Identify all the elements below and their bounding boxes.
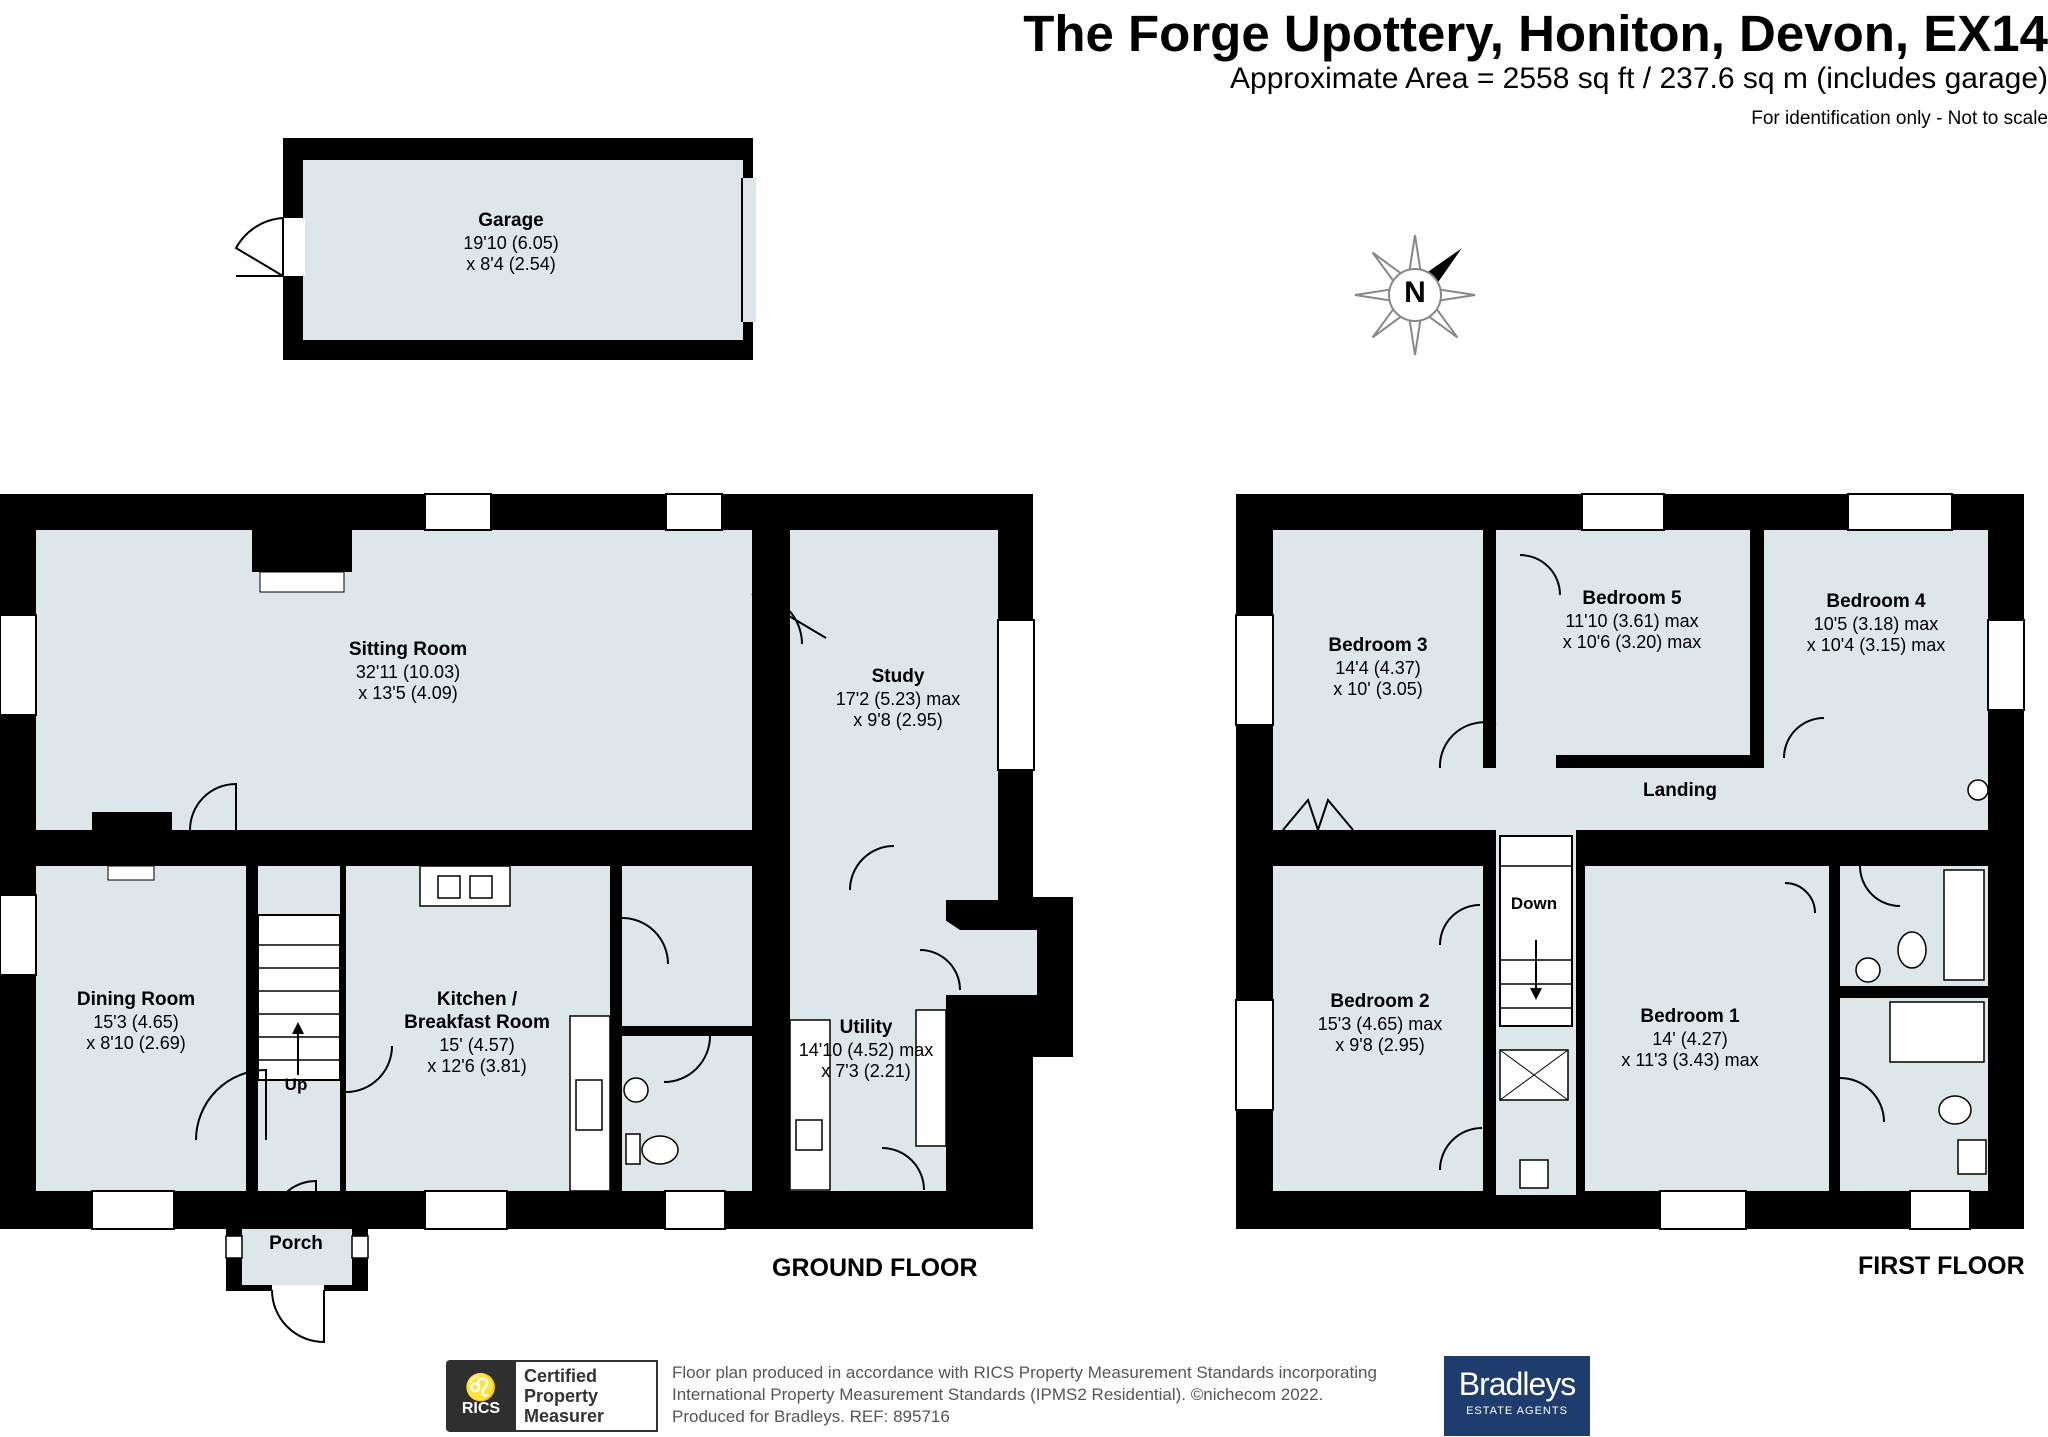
- room-bedroom-4: Bedroom 4 10'5 (3.18) max x 10'4 (3.15) …: [1807, 591, 1946, 657]
- room-kitchen-dim2: x 12'6 (3.81): [427, 1056, 527, 1077]
- room-garage: Garage 19'10 (6.05) x 8'4 (2.54): [463, 210, 559, 276]
- room-garage-dim1: 19'10 (6.05): [463, 232, 559, 253]
- room-bedroom-3: Bedroom 3 14'4 (4.37) x 10' (3.05): [1328, 635, 1427, 701]
- room-bedroom-4-dim2: x 10'4 (3.15) max: [1806, 635, 1946, 656]
- compass-north-label: N: [1404, 276, 1426, 309]
- footer-line-2: International Property Measurement Stand…: [672, 1385, 1324, 1404]
- room-garage-name: Garage: [478, 210, 544, 231]
- room-bedroom-1-dim1: 14' (4.27): [1652, 1028, 1728, 1049]
- footer-line-1: Floor plan produced in accordance with R…: [672, 1363, 1377, 1382]
- room-bedroom-5-dim2: x 10'6 (3.20) max: [1562, 632, 1702, 653]
- stairs-down-label: Down: [1510, 894, 1558, 913]
- room-sitting-name: Sitting Room: [348, 639, 468, 660]
- room-bedroom-3-dim1: 14'4 (4.37): [1335, 657, 1421, 678]
- cert-line-2: Property: [524, 1386, 599, 1406]
- rics-logo-text: RICS: [461, 1400, 501, 1417]
- property-title: The Forge Upottery, Honiton, Devon, EX14: [1023, 5, 2048, 62]
- room-bedroom-2-dim2: x 9'8 (2.95): [1335, 1035, 1425, 1056]
- room-bedroom-4-dim1: 10'5 (3.18) max: [1813, 613, 1939, 634]
- room-utility-dim2: x 7'3 (2.21): [821, 1061, 911, 1082]
- room-bedroom-3-dim2: x 10' (3.05): [1333, 679, 1423, 700]
- room-bedroom-1: Bedroom 1 14' (4.27) x 11'3 (3.43) max: [1621, 1006, 1758, 1072]
- brand-name: Bradleys: [1458, 1366, 1577, 1402]
- bradleys-logo: Bradleys ESTATE AGENTS: [1444, 1356, 1590, 1436]
- room-kitchen: Kitchen / Breakfast Room 15' (4.57) x 12…: [404, 989, 550, 1078]
- room-study-name: Study: [871, 666, 925, 687]
- room-bedroom-1-name: Bedroom 1: [1640, 1006, 1740, 1027]
- room-dining-name: Dining Room: [76, 989, 196, 1010]
- rics-logo: ♌ RICS: [446, 1360, 516, 1432]
- room-sitting: Sitting Room 32'11 (10.03) x 13'5 (4.09): [349, 639, 467, 705]
- garage-plan: [234, 138, 756, 360]
- room-dining: Dining Room 15'3 (4.65) x 8'10 (2.69): [77, 989, 195, 1055]
- rics-certified-badge: ♌ RICS Certified Property Measurer: [446, 1360, 658, 1432]
- room-kitchen-dim1: 15' (4.57): [439, 1034, 515, 1055]
- stairs-up: [257, 914, 341, 1081]
- room-bedroom-3-name: Bedroom 3: [1328, 635, 1428, 656]
- room-study-dim1: 17'2 (5.23) max: [835, 688, 961, 709]
- room-sitting-dim2: x 13'5 (4.09): [358, 683, 458, 704]
- room-bedroom-2-dim1: 15'3 (4.65) max: [1317, 1013, 1443, 1034]
- room-utility: Utility 14'10 (4.52) max x 7'3 (2.21): [799, 1017, 934, 1083]
- lion-icon: ♌: [464, 1372, 498, 1402]
- room-porch-name: Porch: [269, 1233, 323, 1254]
- room-bedroom-5-dim1: 11'10 (3.61) max: [1565, 610, 1699, 631]
- footer-line-3: Produced for Bradleys. REF: 895716: [672, 1407, 950, 1426]
- room-utility-dim1: 14'10 (4.52) max: [798, 1039, 934, 1060]
- porch-plan: [225, 1179, 369, 1344]
- brand-subtitle: ESTATE AGENTS: [1466, 1405, 1568, 1417]
- first-floor-plan: [1235, 493, 2025, 1230]
- room-dining-dim1: 15'3 (4.65): [93, 1011, 179, 1032]
- room-kitchen-name2: Breakfast Room: [404, 1011, 550, 1033]
- cert-line-1: Certified: [524, 1366, 598, 1386]
- certified-measurer-text: Certified Property Measurer: [516, 1360, 658, 1432]
- room-bedroom-5-name: Bedroom 5: [1582, 588, 1682, 609]
- room-kitchen-name1: Kitchen /: [436, 989, 518, 1010]
- room-sitting-dim1: 32'11 (10.03): [355, 661, 461, 682]
- cert-line-3: Measurer: [524, 1406, 605, 1426]
- room-utility-name: Utility: [839, 1017, 893, 1038]
- first-floor-label: FIRST FLOOR: [1858, 1252, 2025, 1280]
- room-study-dim2: x 9'8 (2.95): [853, 710, 943, 731]
- footer-disclaimer: Floor plan produced in accordance with R…: [672, 1362, 1377, 1428]
- stairs-down: [1499, 835, 1573, 1027]
- room-landing-name: Landing: [1643, 780, 1717, 801]
- room-study: Study 17'2 (5.23) max x 9'8 (2.95): [836, 666, 961, 732]
- ground-floor-label: GROUND FLOOR: [772, 1254, 978, 1282]
- compass-rose: [1354, 234, 1476, 356]
- room-dining-dim2: x 8'10 (2.69): [86, 1033, 186, 1054]
- approximate-area: Approximate Area = 2558 sq ft / 237.6 sq…: [1230, 62, 2048, 95]
- room-garage-dim2: x 8'4 (2.54): [466, 254, 556, 275]
- room-bedroom-2-name: Bedroom 2: [1330, 991, 1430, 1012]
- ground-floor-plan: [0, 493, 1073, 1344]
- room-bedroom-5: Bedroom 5 11'10 (3.61) max x 10'6 (3.20)…: [1563, 588, 1702, 654]
- room-bedroom-4-name: Bedroom 4: [1826, 591, 1926, 612]
- identification-note: For identification only - Not to scale: [1751, 108, 2048, 129]
- room-bedroom-1-dim2: x 11'3 (3.43) max: [1621, 1050, 1759, 1071]
- room-bedroom-2: Bedroom 2 15'3 (4.65) max x 9'8 (2.95): [1318, 991, 1443, 1057]
- stairs-up-label: Up: [284, 1075, 308, 1094]
